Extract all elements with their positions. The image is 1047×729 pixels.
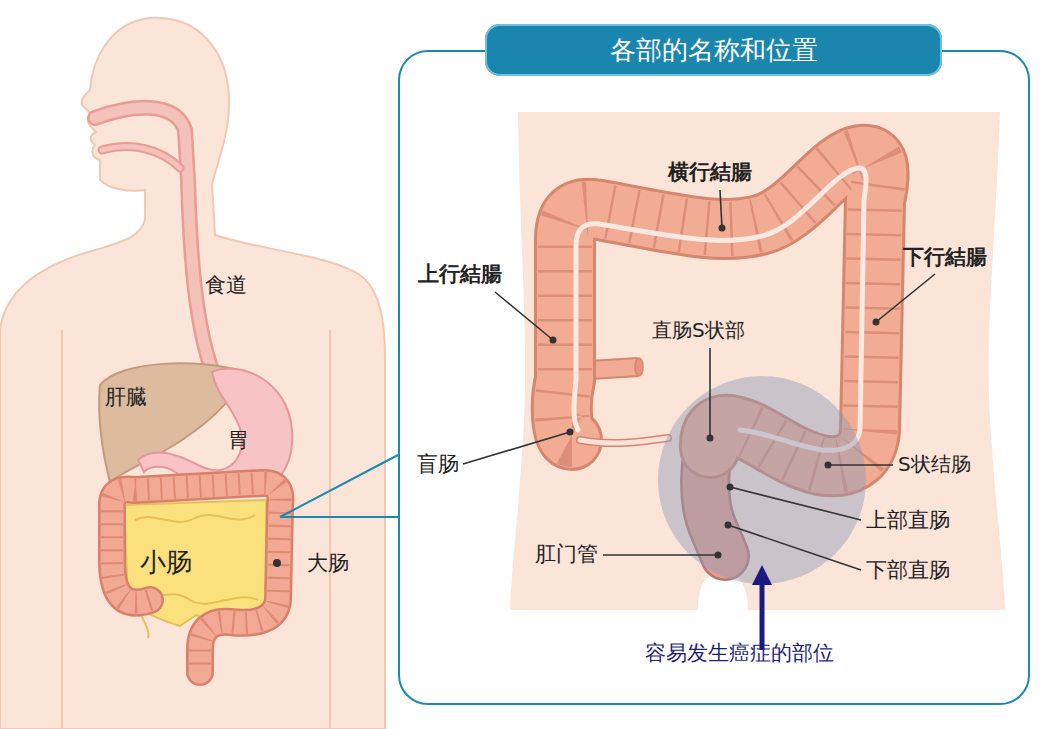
leader-dot <box>719 225 726 232</box>
esophagus <box>102 147 180 168</box>
part-label: 肛门管 <box>535 542 598 567</box>
leader-dot <box>725 522 732 529</box>
part-label: 胃 <box>228 428 249 453</box>
part-label: S状结肠 <box>898 452 971 476</box>
part-label: 盲肠 <box>417 452 459 477</box>
part-label: 上行結腸 <box>418 262 502 287</box>
colon <box>580 438 668 443</box>
leader-dot <box>550 337 557 344</box>
part-label: 下行結腸 <box>903 245 987 270</box>
part-label: 下部直肠 <box>866 558 950 583</box>
risk-caption: 容易发生癌症的部位 <box>645 641 834 666</box>
part-label: 大肠 <box>307 551 349 576</box>
esophagus <box>95 108 215 378</box>
ileum <box>590 358 643 376</box>
leader-line <box>720 190 722 228</box>
body-silhouette <box>61 330 63 729</box>
leader-dot <box>707 435 714 442</box>
body-silhouette <box>0 18 385 729</box>
ileum <box>590 367 638 370</box>
leader-line <box>463 190 935 570</box>
large-intestine <box>112 483 280 672</box>
part-label: 横行結腸 <box>668 160 752 185</box>
callout-line <box>280 455 398 517</box>
part-label: 食道 <box>205 273 247 298</box>
leader-line <box>603 554 718 556</box>
leader-dot <box>567 429 574 436</box>
colon <box>580 438 668 443</box>
ileum <box>635 358 643 376</box>
leader-line <box>876 274 935 322</box>
part-label: 小肠 <box>140 547 192 578</box>
leader-dot <box>873 319 880 326</box>
callout-line <box>280 516 398 518</box>
leader-line <box>463 432 570 464</box>
leader-line <box>709 348 711 438</box>
ileum <box>590 367 638 370</box>
leader-line <box>495 292 553 340</box>
body-silhouette <box>329 330 331 729</box>
large-intestine <box>112 483 281 672</box>
leader-dot <box>727 484 734 491</box>
large-intestine <box>273 559 281 567</box>
esophagus <box>95 108 215 378</box>
callout-line <box>280 455 398 517</box>
large-intestine <box>112 483 280 672</box>
body-silhouette <box>0 18 385 729</box>
large-intestine <box>112 483 280 672</box>
part-label: 直肠S状部 <box>652 318 745 342</box>
leader-dot <box>715 552 722 559</box>
leader-dot <box>825 462 832 469</box>
esophagus <box>95 108 215 378</box>
panel-heading: 各部的名称和位置 <box>485 24 942 76</box>
esophagus <box>102 147 180 168</box>
part-label: 上部直肠 <box>866 508 950 533</box>
leader-line <box>728 525 861 570</box>
torso <box>510 112 1005 610</box>
leader-dot <box>550 225 880 559</box>
pointer-arrow <box>760 575 765 650</box>
highlight-region <box>658 376 866 584</box>
leader-line <box>730 487 861 520</box>
part-label: 肝臓 <box>105 385 147 410</box>
leader-line <box>828 464 893 466</box>
panel-frame: 各部的名称和位置 <box>398 50 1030 705</box>
